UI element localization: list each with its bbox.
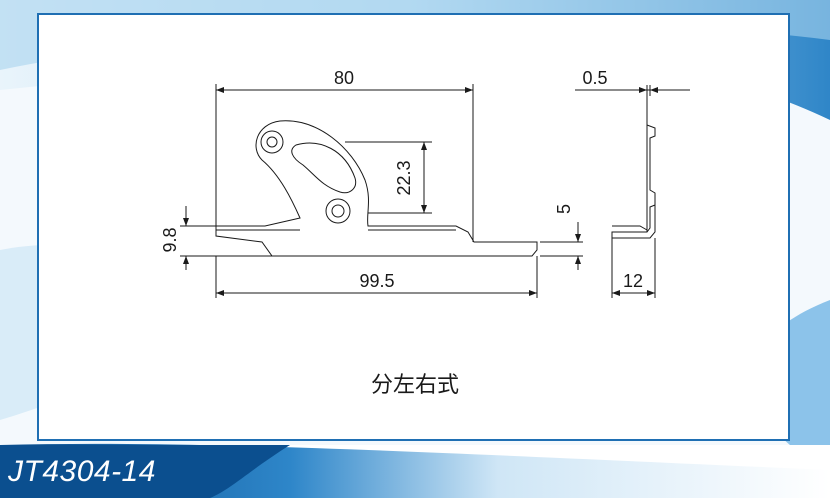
dim-step: 5 bbox=[554, 204, 574, 214]
caption: 分左右式 bbox=[370, 373, 459, 398]
dim-thickness: 0.5 bbox=[582, 68, 607, 88]
pivot-hole-top bbox=[260, 130, 284, 154]
drawing-frame bbox=[37, 13, 790, 441]
hinge-profile bbox=[215, 120, 538, 257]
dim-width-bottom: 99.5 bbox=[359, 271, 394, 291]
dim-side-width: 12 bbox=[623, 271, 643, 291]
dim-height-left: 9.8 bbox=[160, 227, 180, 252]
dim-width-top: 80 bbox=[334, 68, 354, 88]
pivot-hole-bottom bbox=[325, 198, 351, 224]
dim-height-arm: 22.3 bbox=[394, 160, 414, 195]
model-number: JT4304-14 bbox=[8, 455, 156, 488]
side-view-profile bbox=[611, 90, 656, 239]
hinge-slot bbox=[291, 142, 357, 194]
